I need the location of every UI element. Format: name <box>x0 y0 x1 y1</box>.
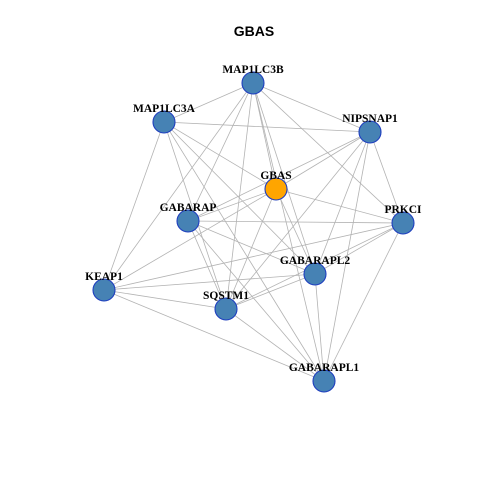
node-gbas[interactable] <box>264 177 288 201</box>
edge-prkci-gabarapl1 <box>323 222 404 382</box>
node-label-sqstm1: SQSTM1 <box>203 290 249 302</box>
edge-map1lc3a-gabarapl1 <box>163 121 325 382</box>
node-label-gabarapl2: GABARAPL2 <box>280 255 351 267</box>
node-map1lc3b[interactable] <box>241 71 265 95</box>
node-label-map1lc3b: MAP1LC3B <box>222 64 284 76</box>
edge-gabarap-gabarapl1 <box>187 220 325 382</box>
node-sqstm1[interactable] <box>214 297 238 321</box>
node-map1lc3a[interactable] <box>152 110 176 134</box>
edge-map1lc3b-prkci <box>252 82 404 224</box>
graph-title: GBAS <box>234 23 274 39</box>
node-label-keap1: KEAP1 <box>85 271 123 283</box>
edge-nipsnap1-gabarapl2 <box>314 131 371 275</box>
edge-nipsnap1-gabarap <box>187 131 371 222</box>
edge-nipsnap1-gabarapl1 <box>323 131 371 382</box>
edge-map1lc3b-keap1 <box>103 82 254 291</box>
edge-map1lc3b-gabarap <box>187 82 254 222</box>
edge-map1lc3a-gbas <box>163 121 277 190</box>
edge-gabarap-sqstm1 <box>187 220 227 310</box>
edge-gabarapl2-gabarapl1 <box>314 273 325 382</box>
node-label-nipsnap1: NIPSNAP1 <box>342 113 398 125</box>
node-gabarapl2[interactable] <box>303 262 327 286</box>
edge-sqstm1-gabarapl1 <box>225 308 325 382</box>
edge-prkci-keap1 <box>103 222 404 291</box>
edge-gabarap-prkci <box>187 220 404 224</box>
node-label-prkci: PRKCI <box>384 204 422 216</box>
edge-keap1-gabarapl1 <box>103 289 325 382</box>
edge-map1lc3a-keap1 <box>103 121 165 291</box>
node-nipsnap1[interactable] <box>358 120 382 144</box>
edge-nipsnap1-sqstm1 <box>225 131 371 310</box>
edge-gabarapl2-sqstm1 <box>225 273 316 310</box>
edge-gbas-keap1 <box>103 188 277 291</box>
edge-keap1-sqstm1 <box>103 289 227 310</box>
edge-gbas-sqstm1 <box>225 188 277 310</box>
edge-gbas-gabarap <box>187 188 277 222</box>
edge-prkci-gabarapl2 <box>314 222 404 275</box>
node-label-gabarap: GABARAP <box>160 202 217 214</box>
node-label-gbas: GBAS <box>260 170 291 182</box>
edge-map1lc3b-map1lc3a <box>163 82 254 123</box>
edge-nipsnap1-gbas <box>275 131 371 190</box>
edges-layer <box>103 82 404 382</box>
edge-map1lc3b-gabarapl2 <box>252 82 316 275</box>
edge-gbas-prkci <box>275 188 404 224</box>
edge-gabarap-gabarapl2 <box>187 220 316 275</box>
edge-gbas-gabarapl2 <box>275 188 316 275</box>
node-prkci[interactable] <box>391 211 415 235</box>
edge-map1lc3b-nipsnap1 <box>252 82 371 133</box>
node-label-gabarapl1: GABARAPL1 <box>289 362 360 374</box>
node-label-map1lc3a: MAP1LC3A <box>133 103 196 115</box>
node-gabarap[interactable] <box>176 209 200 233</box>
node-gabarapl1[interactable] <box>312 369 336 393</box>
edge-nipsnap1-prkci <box>369 131 404 224</box>
edge-map1lc3a-nipsnap1 <box>163 121 371 133</box>
node-keap1[interactable] <box>92 278 116 302</box>
edge-gabarapl2-keap1 <box>103 273 316 291</box>
nodes-layer <box>92 71 415 393</box>
